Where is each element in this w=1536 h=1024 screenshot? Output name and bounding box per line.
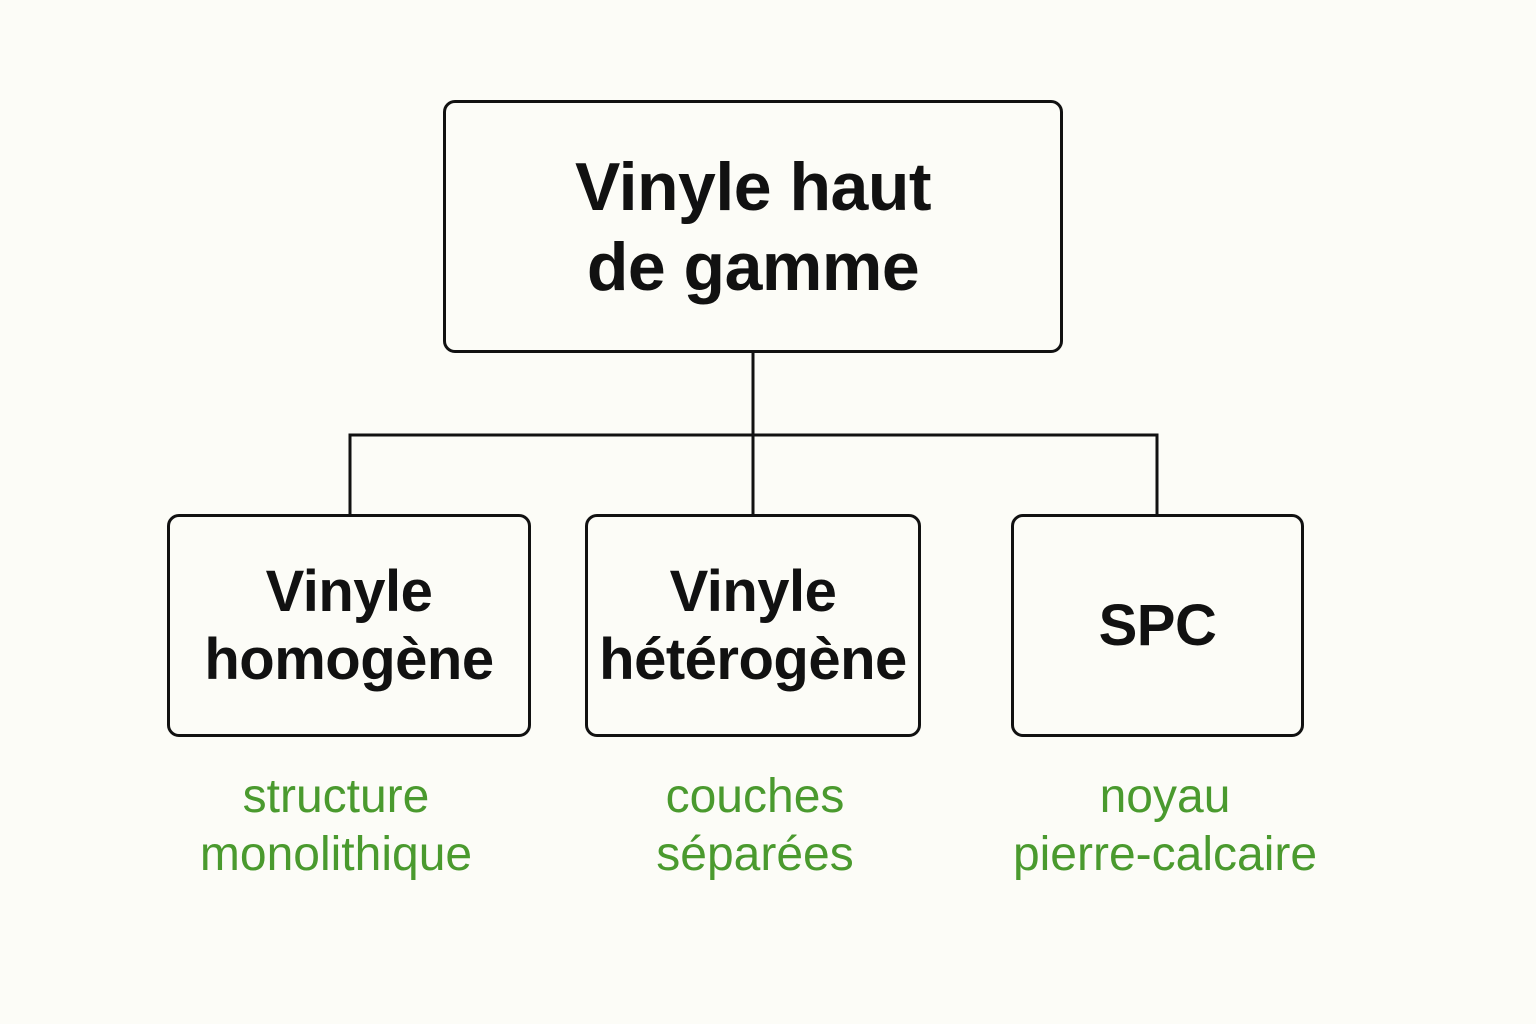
root-node: Vinyle haut de gamme (443, 100, 1063, 353)
caption-vinyle-heterogene: couches séparées (555, 768, 955, 888)
child-1-label-line-1: Vinyle (265, 558, 433, 624)
child-2-label-line-2: hétérogène (599, 626, 907, 692)
child-node-vinyle-homogene: Vinyle homogène (167, 514, 531, 737)
child-node-spc: SPC (1011, 514, 1304, 737)
child-1-label-line-2: homogène (204, 626, 494, 692)
child-3-label-line-1: SPC (1098, 592, 1217, 658)
root-label-line-1: Vinyle haut (574, 148, 932, 225)
caption-1-line-1: structure (242, 770, 430, 823)
caption-2-line-2: séparées (656, 828, 854, 881)
caption-1-line-2: monolithique (199, 828, 473, 881)
child-2-label-line-1: Vinyle (669, 558, 837, 624)
child-node-vinyle-heterogene: Vinyle hétérogène (585, 514, 921, 737)
caption-spc: noyau pierre-calcaire (965, 768, 1365, 888)
caption-vinyle-homogene: structure monolithique (136, 768, 536, 888)
caption-3-line-1: noyau (1099, 770, 1231, 823)
root-label-line-2: de gamme (586, 228, 920, 305)
caption-2-line-1: couches (665, 770, 845, 823)
caption-3-line-2: pierre-calcaire (1012, 828, 1318, 881)
